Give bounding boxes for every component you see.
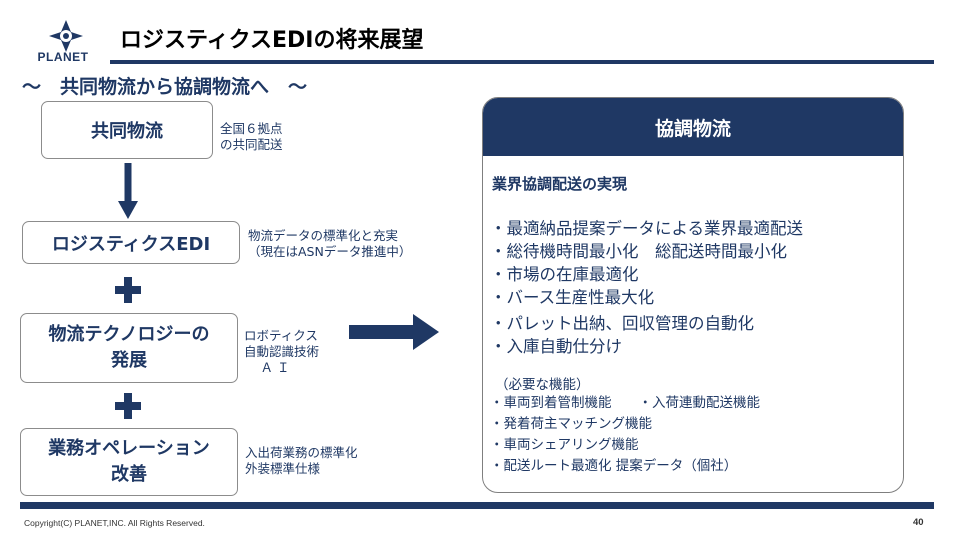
step-label-line: 改善 [111,464,147,485]
list-item: ・最適納品提案データによる業界最適配送 [490,219,804,238]
step-label: 共同物流 [91,121,163,142]
note-line: 物流データの標準化と充実 [248,228,399,243]
step-note-joint-logistics: 全国６拠点 の共同配送 [220,121,283,153]
requirements-heading: （必要な機能） [495,377,590,393]
title-underline [110,60,934,64]
list-item: ・入庫自動仕分け [490,337,622,356]
list-item: ・パレット出納、回収管理の自動化 [490,314,754,333]
note-line: （現在はASNデータ推進中） [248,244,412,259]
note-line: 全国６拠点 [220,121,283,136]
collaborative-logistics-panel: 協調物流 業界協調配送の実現 ・最適納品提案データによる業界最適配送 ・総待機時… [482,97,904,493]
arrow-down-icon [118,163,138,219]
list-item: ・総待機時間最小化 総配送時間最小化 [490,242,787,261]
list-item: ・発着荷主マッチング機能 [490,416,652,432]
plus-icon [115,393,141,419]
step-note-logistics-edi: 物流データの標準化と充実 （現在はASNデータ推進中） [248,228,411,260]
page-subtitle: ～ 共同物流から協調物流へ ～ [22,76,308,98]
note-line: 入出荷業務の標準化 [245,445,358,460]
page-title: ロジスティクスEDIの将来展望 [120,28,424,53]
panel-title: 協調物流 [483,98,903,156]
note-line: の共同配送 [220,137,283,152]
step-operation-improvement: 業務オペレーション 改善 [20,428,238,496]
planet-logo-mark [49,20,83,52]
arrow-right-icon [349,314,439,350]
logo-text: PLANET [37,50,89,64]
note-line: 外装標準仕様 [245,461,321,476]
requirements-list: ・車両到着管制機能 ・入荷連動配送機能 ・発着荷主マッチング機能 ・車両シェアリ… [490,391,760,475]
note-line: ロボティクス [244,328,318,343]
step-note-operation-improvement: 入出荷業務の標準化 外装標準仕様 [245,445,358,477]
list-item: ・市場の在庫最適化 [490,265,639,284]
panel-subtitle: 業界協調配送の実現 [492,175,628,193]
note-line: Ａ Ｉ [244,360,290,375]
step-note-logistics-technology: ロボティクス 自動認識技術 Ａ Ｉ [244,328,319,376]
plus-icon [115,277,141,303]
step-logistics-technology: 物流テクノロジーの 発展 [20,313,238,383]
footer-bar [20,502,934,509]
list-item: ・車両到着管制機能 ・入荷連動配送機能 [490,395,760,411]
step-label: ロジスティクスEDI [51,233,211,255]
benefit-list: ・最適納品提案データによる業界最適配送 ・総待機時間最小化 総配送時間最小化 ・… [490,215,803,356]
note-line: 自動認識技術 [244,344,320,359]
list-item: ・配送ルート最適化 提案データ（個社） [490,458,738,474]
list-item: ・車両シェアリング機能 [490,437,639,453]
step-label-line: 業務オペレーション [48,438,210,459]
step-logistics-edi: ロジスティクスEDI [22,221,240,264]
list-item: ・バース生産性最大化 [490,288,655,307]
step-label-line: 発展 [111,350,147,371]
copyright-text: Copyright(C) PLANET,INC. All Rights Rese… [24,518,205,528]
step-label-line: 物流テクノロジーの [48,324,210,345]
page-number: 40 [913,517,924,528]
step-joint-logistics: 共同物流 [41,101,213,159]
